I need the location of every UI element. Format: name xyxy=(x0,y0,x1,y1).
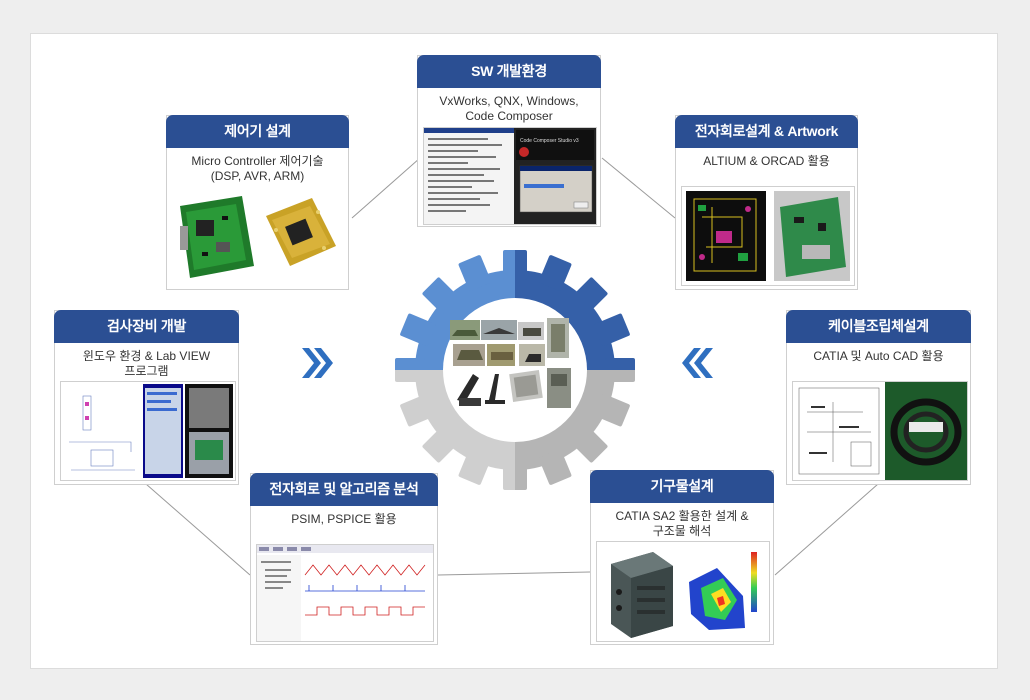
card-inspection-equipment: 검사장비 개발 윈도우 환경 & Lab VIEW 프로그램 xyxy=(54,310,239,485)
connector-line xyxy=(145,483,251,576)
card-description: Micro Controller 제어기술 (DSP, AVR, ARM) xyxy=(191,154,324,183)
card-description: ALTIUM & ORCAD 활용 xyxy=(703,154,830,168)
card-cable-assembly: 케이블조립체설계 CATIA 및 Auto CAD 활용 xyxy=(786,310,971,485)
connector-line xyxy=(351,157,421,219)
card-title: 기구물설계 xyxy=(590,470,774,503)
catia-analysis-render xyxy=(596,541,770,642)
card-description: PSIM, PSPICE 활용 xyxy=(291,512,397,526)
card-controller-design: 제어기 설계 Micro Controller 제어기술 (DSP, AVR, … xyxy=(166,115,349,290)
gear-hub-icon xyxy=(395,250,635,490)
connector-line xyxy=(437,571,591,576)
cable-drawing-photo xyxy=(792,381,968,481)
card-title: 케이블조립체설계 xyxy=(786,310,971,343)
double-chevron-right-icon xyxy=(302,348,333,378)
card-description: CATIA 및 Auto CAD 활용 xyxy=(813,349,944,363)
pcb-layout-screenshot xyxy=(681,186,855,286)
pcb-layout-image xyxy=(686,191,850,281)
card-circuit-artwork: 전자회로설계 & Artwork ALTIUM & ORCAD 활용 xyxy=(675,115,858,290)
connector-line xyxy=(601,157,676,219)
card-description: VxWorks, QNX, Windows, Code Composer xyxy=(439,94,579,123)
psim-screenshot xyxy=(256,544,434,642)
connector-line xyxy=(774,483,879,576)
card-mechanical-design: 기구물설계 CATIA SA2 활용한 설계 & 구조물 해석 xyxy=(590,470,774,645)
card-title: 전자회로 및 알고리즘 분석 xyxy=(250,473,438,506)
cable-drawing-image xyxy=(793,382,967,480)
equipment-collage xyxy=(450,318,571,408)
ide-screenshot-image: Code Composer Studio v3 xyxy=(424,128,596,224)
card-title: 전자회로설계 & Artwork xyxy=(675,115,858,148)
psim-waveform-image xyxy=(257,545,433,641)
controller-boards-photo xyxy=(172,186,344,284)
controller-boards-image xyxy=(180,196,336,278)
card-sw-environment: SW 개발환경 VxWorks, QNX, Windows, Code Comp… xyxy=(417,55,601,227)
labview-image xyxy=(61,382,233,480)
labview-screenshot xyxy=(60,381,236,481)
cc-splash-text: Code Composer Studio v3 xyxy=(520,138,579,144)
card-title: SW 개발환경 xyxy=(417,55,601,88)
card-title: 제어기 설계 xyxy=(166,115,349,148)
card-title: 검사장비 개발 xyxy=(54,310,239,343)
card-description: CATIA SA2 활용한 설계 & 구조물 해석 xyxy=(615,509,749,538)
ide-screenshot: Code Composer Studio v3 xyxy=(423,127,597,225)
card-description: 윈도우 환경 & Lab VIEW 프로그램 xyxy=(82,349,211,378)
double-chevron-left-icon xyxy=(682,348,713,378)
card-circuit-algorithm-analysis: 전자회로 및 알고리즘 분석 PSIM, PSPICE 활용 xyxy=(250,473,438,645)
catia-render-image xyxy=(611,552,757,638)
